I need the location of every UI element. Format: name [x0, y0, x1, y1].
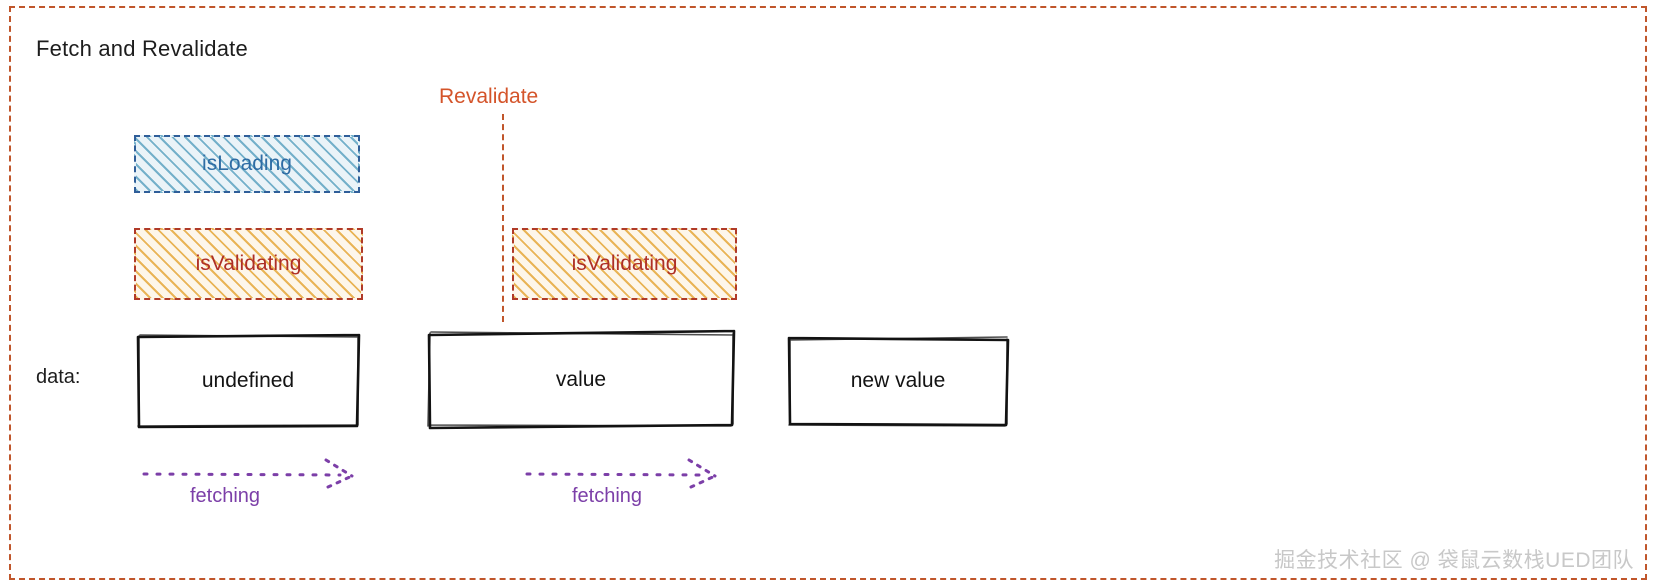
- state-box-isvalidating-revalidate-label: isValidating: [571, 252, 678, 275]
- state-box-isvalidating-initial: isValidating: [134, 228, 363, 300]
- sketch-rectangle-icon: [787, 336, 1010, 427]
- dotted-arrow-icon: [525, 458, 717, 489]
- fetch-arrow-initial: [142, 458, 359, 489]
- fetch-arrow-revalidate-label: fetching: [572, 485, 643, 507]
- data-box-undefined: undefined: [136, 333, 361, 429]
- revalidate-dashed-line: [502, 114, 504, 322]
- data-box-value: value: [426, 329, 736, 430]
- state-box-isloading: isLoading: [134, 135, 360, 193]
- state-box-isvalidating-revalidate: isValidating: [512, 228, 737, 300]
- sketch-rectangle-icon: [136, 333, 361, 429]
- data-box-value-label: value: [555, 367, 607, 391]
- state-box-isvalidating-initial-label: isValidating: [195, 252, 302, 275]
- revalidate-label: Revalidate: [439, 85, 539, 108]
- fetch-arrow-revalidate: [525, 458, 722, 489]
- diagram-title: Fetch and Revalidate: [36, 36, 248, 61]
- state-box-isloading-label: isLoading: [202, 152, 292, 175]
- data-box-undefined-label: undefined: [201, 368, 295, 392]
- dotted-arrow-icon: [142, 458, 354, 489]
- fetch-arrow-initial-label: fetching: [190, 485, 261, 507]
- data-row-label: data:: [36, 366, 81, 388]
- data-box-new-value-label: new value: [850, 369, 946, 392]
- watermark: 掘金技术社区 @ 袋鼠云数栈UED团队: [1274, 549, 1634, 572]
- data-box-new-value: new value: [787, 335, 1010, 427]
- sketch-rectangle-icon: [427, 329, 736, 430]
